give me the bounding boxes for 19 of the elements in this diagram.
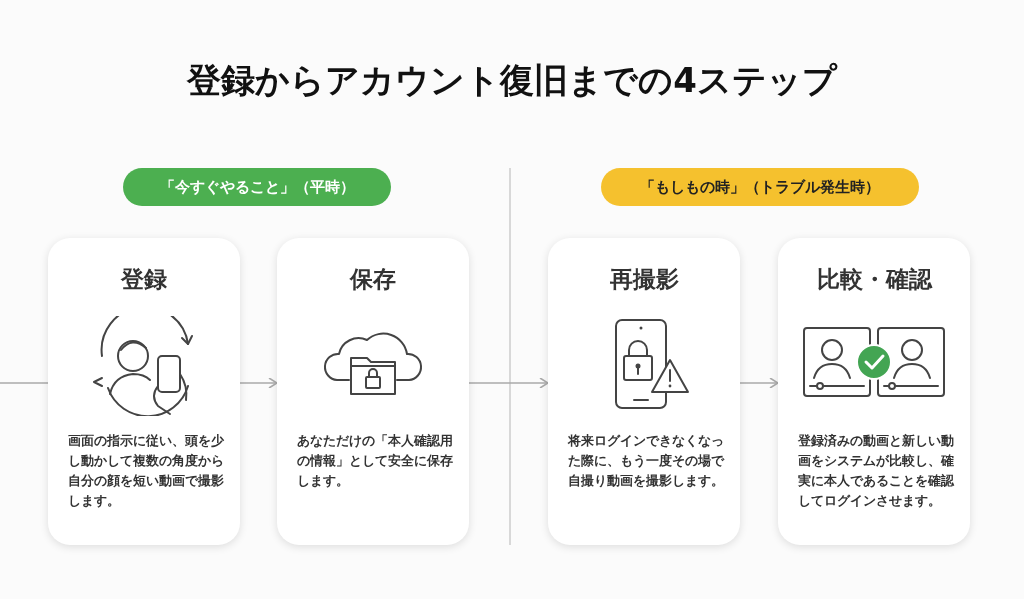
phase-badge: 「もしもの時」（トラブル発生時）: [601, 168, 919, 206]
step-card: [548, 238, 740, 545]
arrow: [239, 377, 278, 389]
step-heading: 保存: [348, 265, 397, 294]
step-card: [277, 238, 469, 545]
diagram-title: 登録からアカウント復旧までの4ステップ: [185, 59, 839, 102]
step-description: 登録済みの動画と新しい動画をシステムが比較し、確実に本人であることを確認してログインさせます。: [798, 432, 954, 510]
step-description: 将来ログインできなくなった際に、もう一度その場で自撮り動画を撮影します。: [568, 432, 724, 490]
phase-badge: 「今すぐやること」（平時）: [123, 168, 391, 206]
arrow: [739, 377, 779, 389]
step-description: あなただけの「本人確認用の情報」として安全に保存します。: [297, 432, 453, 490]
step-heading: 再撮影: [608, 265, 680, 294]
connector-line: [0, 382, 49, 384]
step-heading: 比較・確認: [815, 265, 934, 294]
step-description: 画面の指示に従い、頭を少し動かして複数の角度から自分の顔を短い動画で撮影します。: [68, 432, 224, 510]
arrow: [468, 377, 549, 389]
step-card: [778, 238, 970, 545]
step-heading: 登録: [119, 265, 168, 294]
step-card: [48, 238, 240, 545]
